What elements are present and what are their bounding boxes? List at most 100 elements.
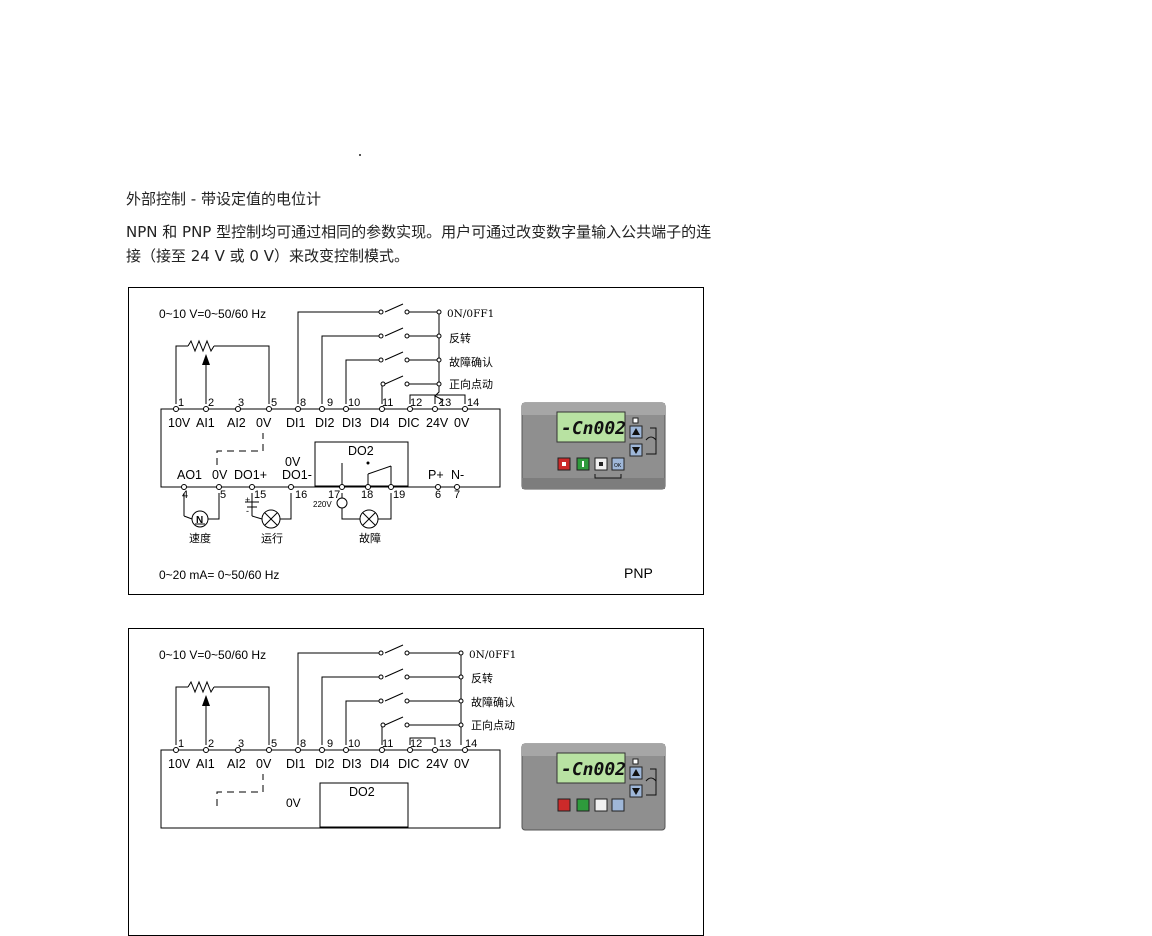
ok-button[interactable] — [611, 798, 625, 812]
display-readout: -Cn002 — [561, 759, 626, 780]
terminal-name: AI1 — [196, 757, 215, 771]
terminal-number: 5 — [271, 397, 277, 409]
terminal-number: 14 — [465, 738, 477, 750]
terminal-number: 11 — [382, 738, 393, 750]
terminal-number: 12 — [410, 738, 422, 750]
relay-do2-label: DO2 — [349, 785, 375, 799]
terminal-number: 12 — [410, 397, 422, 409]
switch-label-jog: 正向点动 — [471, 718, 515, 732]
terminal-name: 0V — [256, 416, 272, 430]
supply-voltage-label: 220V — [313, 500, 332, 509]
svg-text:-: - — [246, 506, 249, 516]
switch-label-fault-ack: 故障确认 — [449, 355, 493, 369]
current-range-label: 0~20 mA= 0~50/60 Hz — [159, 568, 279, 582]
terminal-name: DI4 — [370, 416, 390, 430]
terminal-name: AI2 — [227, 416, 246, 430]
terminal-number: 9 — [327, 397, 333, 409]
terminal-name: DIC — [398, 757, 420, 771]
terminal-name: N- — [451, 468, 464, 482]
wiring-diagram-npn: 0~10 V=0~50/60 Hz 0N/0FF1 反转 故障确认 正向点动 1… — [128, 628, 704, 936]
terminal-name: 0V — [286, 796, 301, 810]
terminal-number: 6 — [435, 489, 441, 501]
terminal-name: DI2 — [315, 757, 335, 771]
terminal-name: DI2 — [315, 416, 335, 430]
svg-text:+: + — [245, 495, 250, 505]
section-heading: 外部控制 - 带设定值的电位计 — [126, 190, 321, 208]
switch-label-reverse: 反转 — [471, 671, 493, 685]
paragraph-line-2: 接（接至 24 V 或 0 V）来改变控制模式。 — [126, 247, 409, 265]
terminal-name: AI2 — [227, 757, 246, 771]
terminal-name: DO1- — [282, 468, 312, 482]
terminal-name: 24V — [426, 416, 449, 430]
function-button[interactable] — [594, 798, 608, 812]
terminal-number: 5 — [220, 489, 226, 501]
svg-text:OK: OK — [614, 463, 622, 469]
terminal-number: 3 — [238, 738, 244, 750]
voltage-range-label: 0~10 V=0~50/60 Hz — [159, 648, 266, 662]
terminal-name: 0V — [256, 757, 272, 771]
switch-label-on-off: 0N/0FF1 — [447, 308, 494, 320]
terminal-name: DI1 — [286, 416, 306, 430]
terminal-number: 15 — [254, 489, 266, 501]
terminal-name: 0V — [454, 416, 470, 430]
run-button[interactable] — [576, 798, 590, 812]
wiring-diagram-pnp: 0~10 V=0~50/60 Hz 0N/0FF1 反转 故障确认 正向点动 1… — [128, 287, 704, 595]
terminal-name: 10V — [168, 416, 191, 430]
terminal-number: 9 — [327, 738, 333, 750]
terminal-number: 8 — [300, 738, 306, 750]
switch-label-on-off: 0N/0FF1 — [469, 649, 516, 661]
ok-button[interactable] — [611, 457, 625, 471]
operator-panel: -Cn002 — [521, 743, 666, 831]
paragraph-line-1: NPN 和 PNP 型控制均可通过相同的参数实现。用户可通过改变数字量输入公共端… — [126, 223, 712, 241]
description-paragraph: NPN 和 PNP 型控制均可通过相同的参数实现。用户可通过改变数字量输入公共端… — [126, 220, 766, 268]
wiring-diagram-svg: 0~10 V=0~50/60 Hz 0N/0FF1 反转 故障确认 正向点动 1… — [159, 303, 666, 582]
display-readout: -Cn002 — [561, 418, 626, 439]
terminal-name: P+ — [428, 468, 444, 482]
terminal-number: 13 — [439, 738, 451, 750]
terminal-name: DI4 — [370, 757, 390, 771]
terminal-number: 18 — [361, 489, 373, 501]
switch-label-jog: 正向点动 — [449, 377, 493, 391]
voltage-range-label: 0~10 V=0~50/60 Hz — [159, 307, 266, 321]
terminal-number: 1 — [178, 738, 184, 750]
terminal-number: 5 — [271, 738, 277, 750]
switch-label-reverse: 反转 — [449, 331, 471, 345]
terminal-number: 2 — [208, 738, 214, 750]
terminal-name: DI3 — [342, 757, 362, 771]
terminal-number: 2 — [208, 397, 214, 409]
terminal-number: 10 — [348, 397, 360, 409]
switch-label-fault-ack: 故障确认 — [471, 695, 515, 709]
motor-symbol-label: N — [196, 515, 203, 526]
running-label: 运行 — [261, 532, 283, 545]
terminal-name: DIC — [398, 416, 420, 430]
wiring-diagram-svg-2: 0~10 V=0~50/60 Hz 0N/0FF1 反转 故障确认 正向点动 1… — [159, 644, 666, 831]
lcd-display — [556, 752, 626, 784]
terminal-number: 10 — [348, 738, 360, 750]
terminal-name: 0V — [212, 468, 228, 482]
terminal-name: DI1 — [286, 757, 306, 771]
terminal-number: 1 — [178, 397, 184, 409]
terminal-number: 7 — [454, 489, 460, 501]
terminal-number: 19 — [393, 489, 405, 501]
terminal-number: 11 — [382, 397, 393, 409]
terminal-number: 3 — [238, 397, 244, 409]
mode-label: PNP — [624, 565, 653, 581]
terminal-name: DI3 — [342, 416, 362, 430]
speed-label: 速度 — [189, 531, 211, 545]
terminal-name: 10V — [168, 757, 191, 771]
lcd-display — [556, 411, 626, 443]
terminal-number: 14 — [467, 397, 479, 409]
terminal-name: 0V — [454, 757, 470, 771]
terminal-name: AO1 — [177, 468, 202, 482]
fault-label: 故障 — [359, 531, 381, 545]
terminal-number: 13 — [439, 397, 451, 409]
relay-do2-label: DO2 — [348, 444, 374, 458]
terminal-number: 16 — [295, 489, 307, 501]
stop-button[interactable] — [557, 798, 571, 812]
terminal-name: 24V — [426, 757, 449, 771]
terminal-name: 0V — [285, 455, 301, 469]
stray-dot — [359, 154, 361, 156]
operator-panel: -Cn002 OK — [521, 402, 666, 490]
terminal-number: 8 — [300, 397, 306, 409]
terminal-number: 4 — [182, 489, 188, 501]
